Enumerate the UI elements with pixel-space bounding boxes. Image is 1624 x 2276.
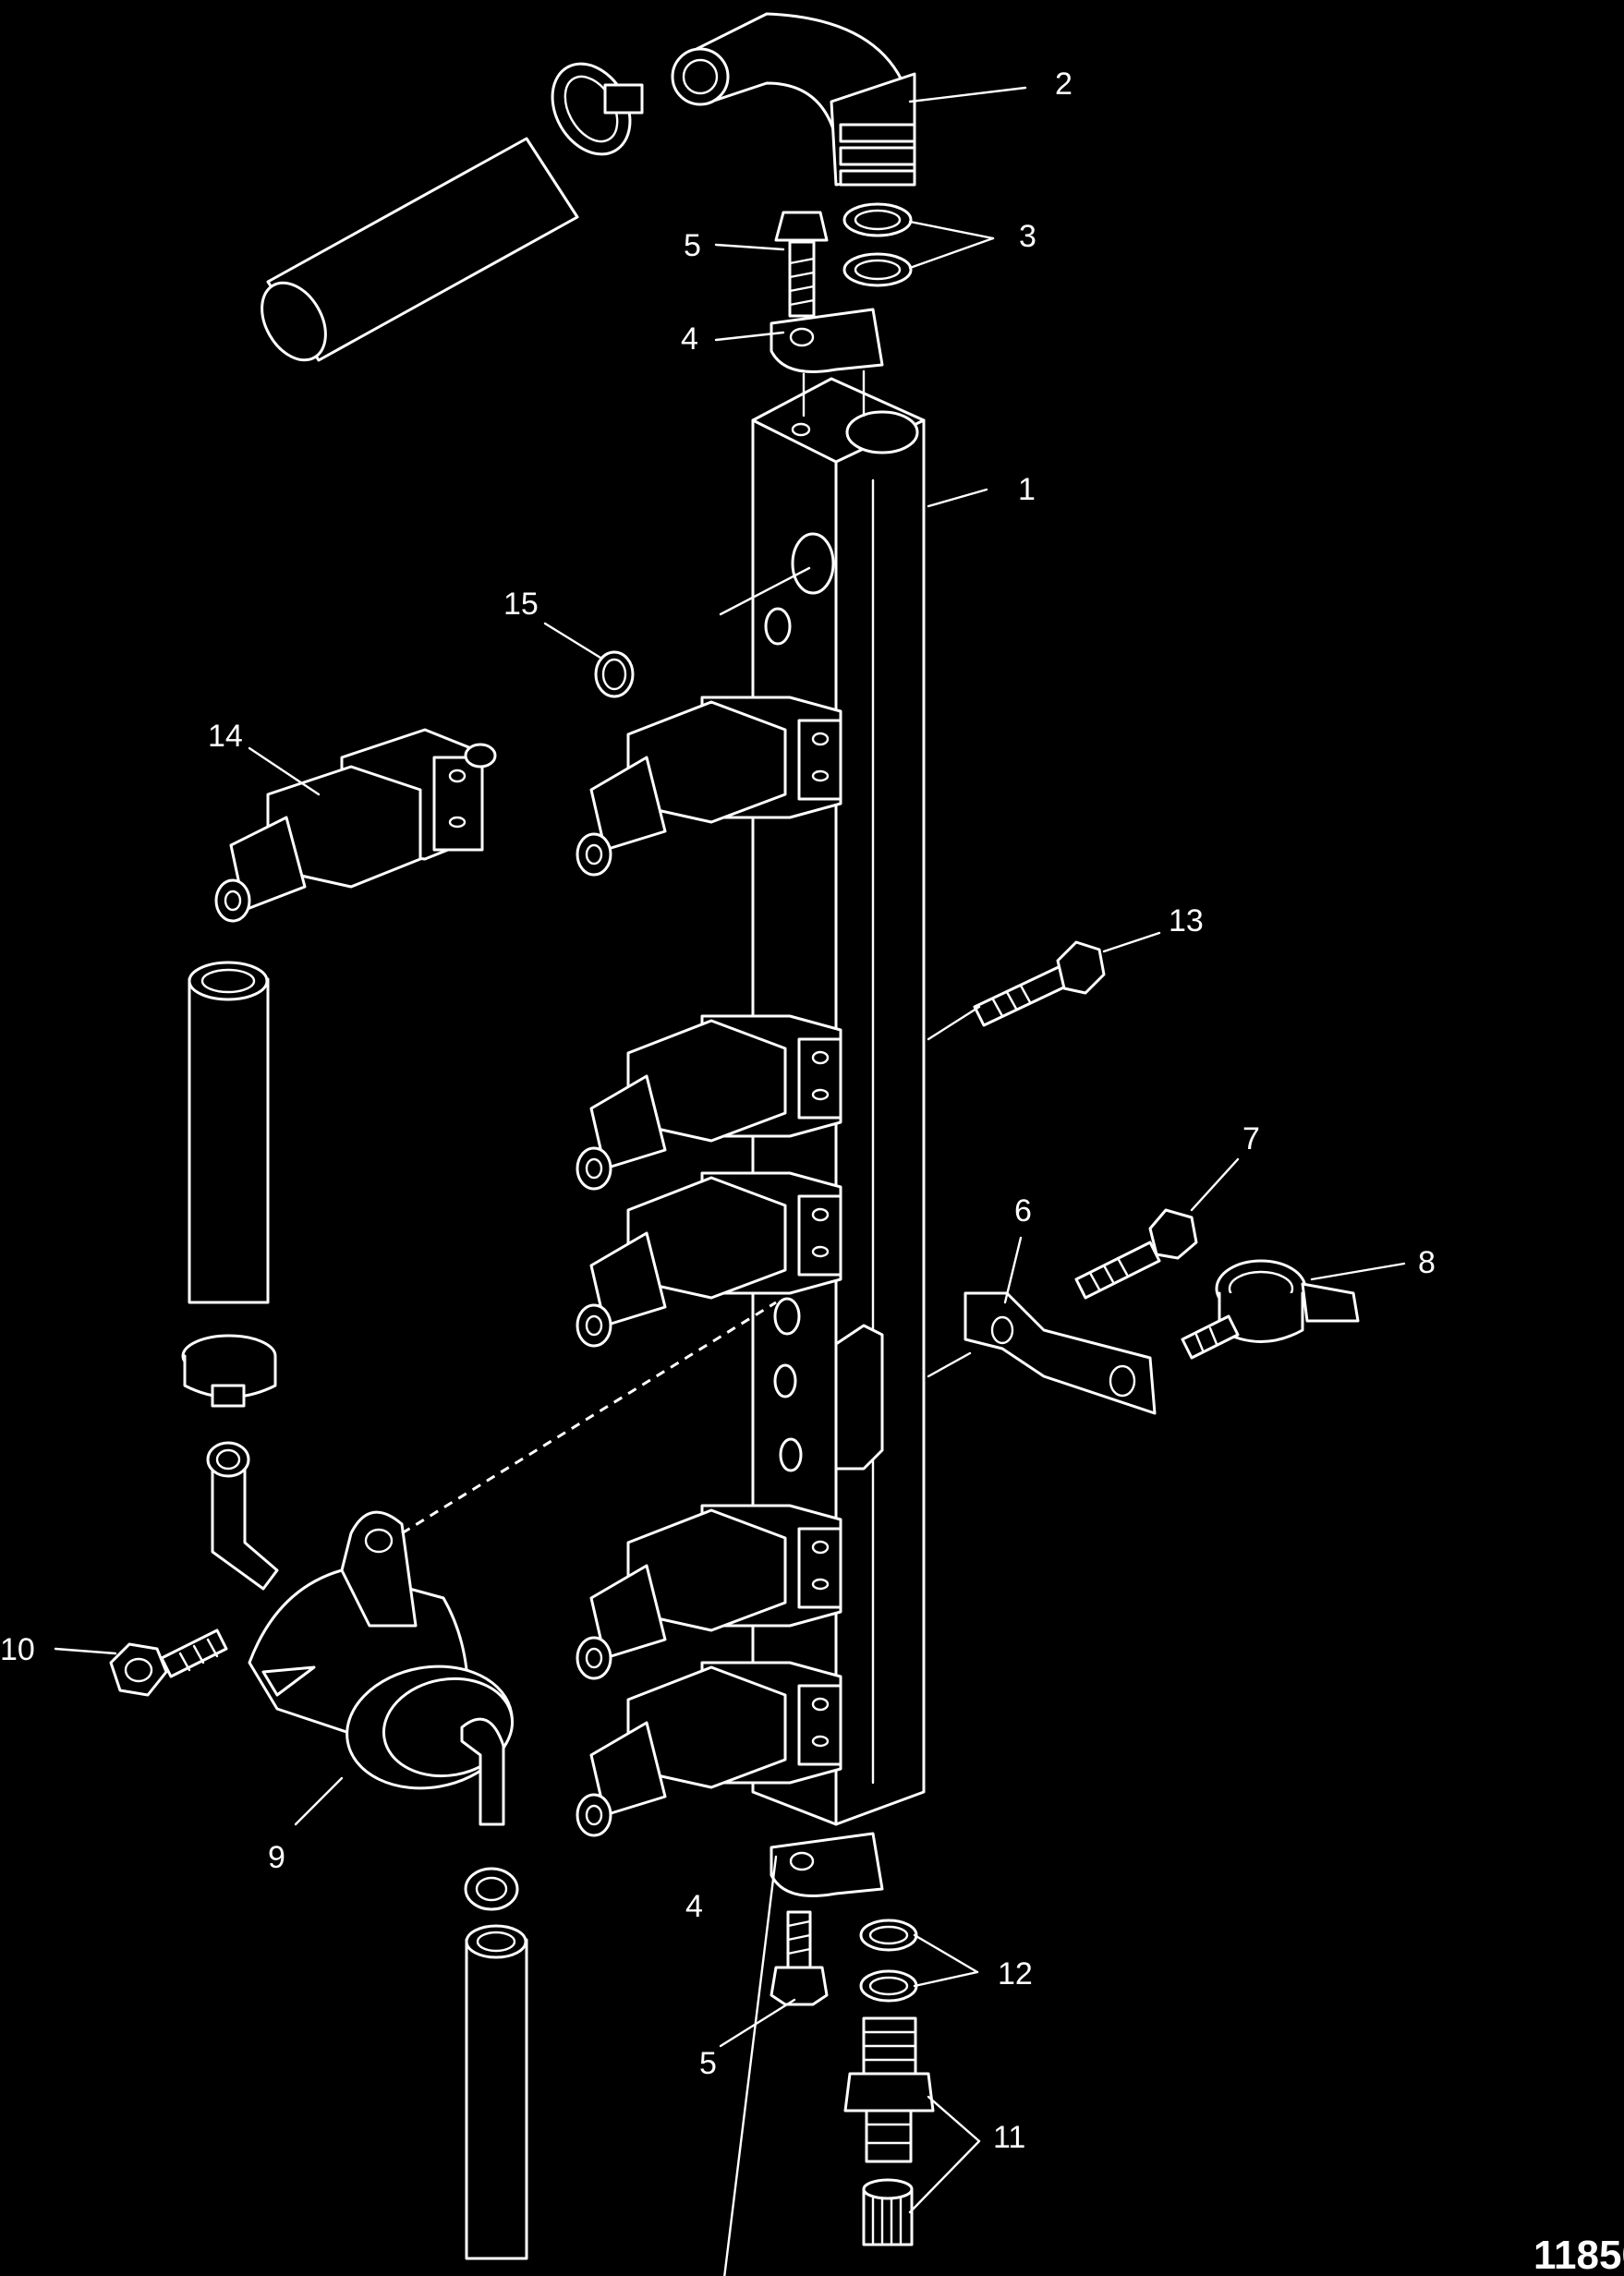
callout-14: 14 <box>208 719 243 754</box>
injector-on-rail-4 <box>576 1504 842 1680</box>
callout-4-bottom: 4 <box>685 1889 703 1924</box>
injector-on-rail-5 <box>576 1661 842 1837</box>
lower-hose <box>465 1924 528 2260</box>
callout-10: 10 <box>0 1632 35 1667</box>
callout-1: 1 <box>1018 472 1036 507</box>
injector-on-rail-2 <box>576 1014 842 1191</box>
callout-4-top: 4 <box>681 321 698 357</box>
test-port-fitting <box>843 2016 935 2163</box>
crossover-hose-clamp <box>181 1334 277 1408</box>
callout-9: 9 <box>268 1840 285 1875</box>
callout-13: 13 <box>1169 903 1204 938</box>
lower-hose-clamp <box>464 1867 519 1911</box>
regulator-mount-bolt <box>109 1628 228 1697</box>
o-ring <box>594 650 635 698</box>
inlet-fitting-elbow <box>671 12 916 187</box>
retainer-bracket-bottom <box>770 1832 884 1897</box>
bolt-top <box>774 211 829 318</box>
o-rings-top <box>842 202 913 287</box>
injector-on-rail-1 <box>576 696 842 877</box>
mounting-bracket <box>963 1291 1157 1415</box>
callout-3: 3 <box>1019 219 1036 254</box>
fuel-line-clamp <box>1181 1259 1360 1360</box>
bolt-bottom <box>770 1910 829 2006</box>
upper-hose-clamp <box>551 62 644 156</box>
callout-12: 12 <box>998 1956 1033 1992</box>
upper-hose <box>261 137 579 362</box>
callout-6: 6 <box>1014 1193 1032 1229</box>
callout-15: 15 <box>503 587 539 622</box>
leader-lines <box>54 86 1406 2276</box>
crossover-hose <box>188 961 270 1304</box>
callout-5-bottom: 5 <box>699 2046 717 2081</box>
callout-5-top: 5 <box>684 228 701 263</box>
callout-2: 2 <box>1055 67 1073 102</box>
bracket-bolt <box>1074 1208 1198 1300</box>
test-port-cap <box>862 2178 914 2246</box>
callout-11: 11 <box>993 2120 1025 2155</box>
callout-8: 8 <box>1418 1245 1436 1280</box>
fuel-injector <box>214 728 497 923</box>
injector-on-rail-3 <box>576 1171 842 1348</box>
retainer-bracket-top <box>770 308 884 418</box>
callout-7: 7 <box>1242 1121 1260 1156</box>
o-rings-bottom <box>859 1919 918 2003</box>
pressure-regulator <box>206 1441 515 1826</box>
assembly-path-line <box>401 1301 777 1535</box>
figure-id: 11850 <box>1533 2233 1624 2276</box>
rail-mount-bolt <box>973 940 1106 1027</box>
